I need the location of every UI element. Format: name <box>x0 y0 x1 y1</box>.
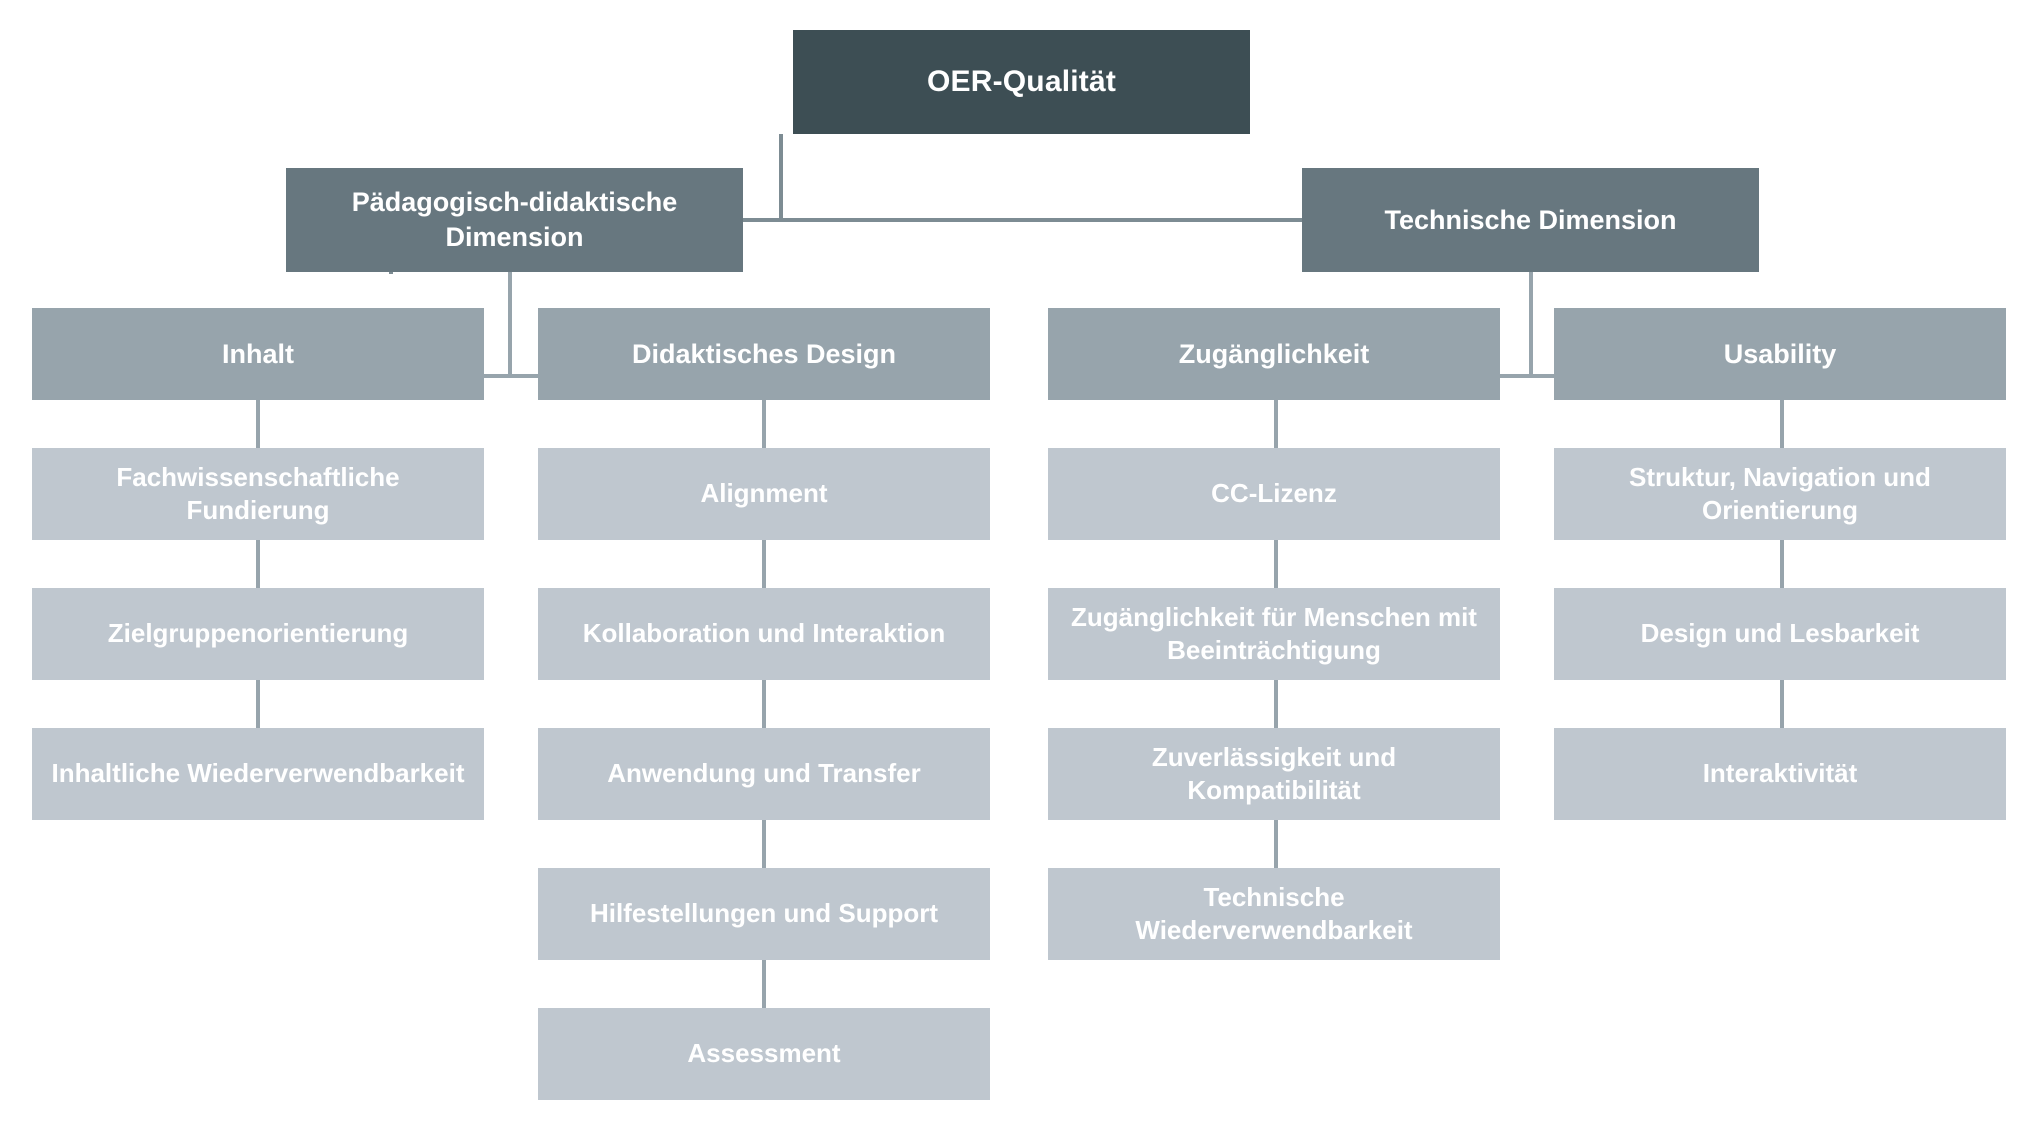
node-category-inhalt[interactable]: Inhalt <box>32 308 484 400</box>
node-criterion-inhaltliche-wiederverwendbarkeit[interactable]: Inhaltliche Wiederverwendbarkeit <box>32 728 484 820</box>
connector-categories-left-span <box>258 374 762 378</box>
node-criterion-hilfestellungen-und-support[interactable]: Hilfestellungen und Support <box>538 868 990 960</box>
node-dimension-technical[interactable]: Technische Dimension <box>1302 168 1759 272</box>
node-criterion-alignment[interactable]: Alignment <box>538 448 990 540</box>
connector-column-2-spine <box>762 400 766 1008</box>
node-criterion-cc-lizenz[interactable]: CC-Lizenz <box>1048 448 1500 540</box>
node-criterion-zugaenglichkeit-beeintraechtigung[interactable]: Zugänglichkeit für Menschen mit Beeinträ… <box>1048 588 1500 680</box>
connector-column-4-spine <box>1780 400 1784 728</box>
node-criterion-struktur-navigation-orientierung[interactable]: Struktur, Navigation und Orientierung <box>1554 448 2006 540</box>
node-root-oer-qualitaet[interactable]: OER-Qualität <box>793 30 1250 134</box>
node-category-didaktisches-design[interactable]: Didaktisches Design <box>538 308 990 400</box>
connector-dimension-left-down <box>508 272 512 376</box>
node-category-usability[interactable]: Usability <box>1554 308 2006 400</box>
node-criterion-technische-wiederverwendbarkeit[interactable]: Technische Wiederverwendbarkeit <box>1048 868 1500 960</box>
node-criterion-design-und-lesbarkeit[interactable]: Design und Lesbarkeit <box>1554 588 2006 680</box>
node-criterion-zielgruppenorientierung[interactable]: Zielgruppenorientierung <box>32 588 484 680</box>
node-criterion-fachwissenschaftliche-fundierung[interactable]: Fachwissenschaftliche Fundierung <box>32 448 484 540</box>
node-criterion-kollaboration-und-interaktion[interactable]: Kollaboration und Interaktion <box>538 588 990 680</box>
node-criterion-assessment[interactable]: Assessment <box>538 1008 990 1100</box>
node-category-zugaenglichkeit[interactable]: Zugänglichkeit <box>1048 308 1500 400</box>
connector-column-1-spine <box>256 400 260 728</box>
node-criterion-anwendung-und-transfer[interactable]: Anwendung und Transfer <box>538 728 990 820</box>
node-criterion-interaktivitaet[interactable]: Interaktivität <box>1554 728 2006 820</box>
connector-dimension-right-down <box>1529 272 1533 376</box>
node-dimension-pedagogical[interactable]: Pädagogisch-didaktische Dimension <box>286 168 743 272</box>
node-criterion-zuverlaessigkeit-und-kompatibilitaet[interactable]: Zuverlässigkeit und Kompatibilität <box>1048 728 1500 820</box>
connector-categories-right-span <box>1277 374 1781 378</box>
connector-root-span <box>391 218 1583 222</box>
connector-root-down <box>779 134 783 222</box>
